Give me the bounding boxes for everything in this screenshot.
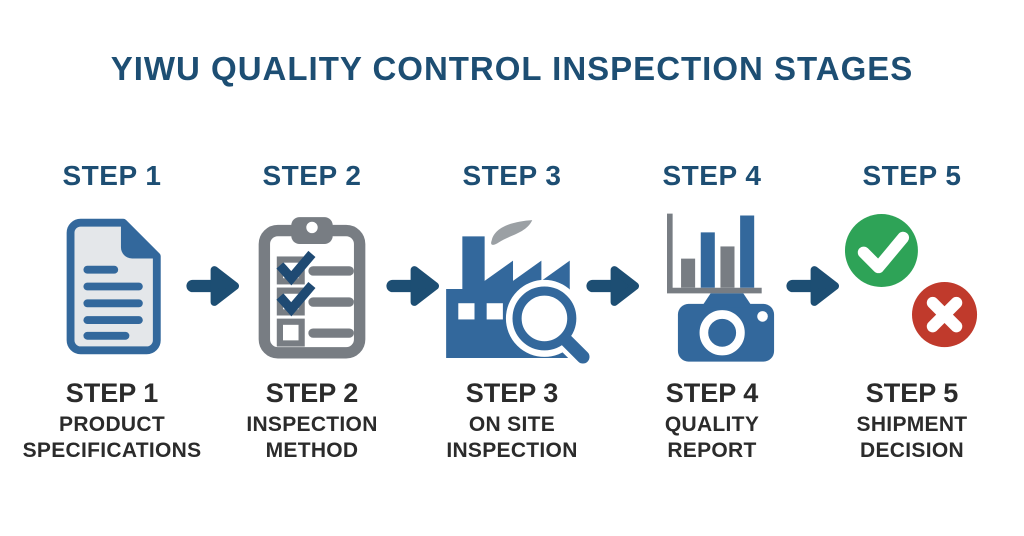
camera-icon [677, 293, 775, 362]
bar-chart-icon [667, 213, 762, 294]
factory-magnifier-icon [436, 206, 596, 370]
step-label-line: QUALITY [664, 413, 760, 436]
step-label-line: REPORT [667, 439, 757, 462]
step-5-label: STEP 5 SHIPMENT DECISION [857, 378, 968, 464]
step-label-line: DECISION [860, 439, 964, 462]
step-column-2: STEP 2 [240, 160, 385, 464]
cross-circle-icon [912, 282, 978, 348]
process-flow: STEP 1 STEP 1 PRODUCT [0, 160, 1024, 464]
step-column-4: STEP 4 STEP 4 QUA [640, 160, 785, 464]
step-label-title: STEP 5 [865, 378, 959, 408]
step-label-title: STEP 1 [65, 378, 159, 408]
step-column-5: STEP 5 STEP 5 [840, 160, 985, 464]
step-2-header: STEP 2 [262, 160, 362, 191]
right-arrow-icon [385, 262, 440, 310]
infographic-title: YIWU QUALITY CONTROL INSPECTION STAGES [110, 50, 914, 87]
step-label-line: INSPECTION [246, 413, 378, 436]
step-4-label: STEP 4 QUALITY REPORT [665, 378, 759, 464]
step-1-header: STEP 1 [62, 160, 162, 191]
right-arrow-icon [785, 262, 840, 310]
step-column-1: STEP 1 STEP 1 PRODUCT [23, 160, 202, 464]
clipboard-checklist-icon [254, 206, 370, 366]
step-2-label: STEP 2 INSPECTION METHOD [246, 378, 377, 464]
step-label-line: SPECIFICATIONS [22, 439, 202, 462]
right-arrow-icon [185, 262, 240, 310]
step-label-line: SHIPMENT [856, 413, 968, 436]
document-icon [56, 206, 168, 366]
step-4-header: STEP 4 [662, 160, 762, 191]
step-label-line: PRODUCT [59, 413, 165, 436]
bar-chart-camera-icon [648, 206, 776, 366]
step-5-header: STEP 5 [862, 160, 962, 191]
step-label-line: ON SITE [468, 413, 556, 436]
step-label-title: STEP 2 [265, 378, 359, 408]
step-label-line: INSPECTION [446, 439, 578, 462]
step-label-title: STEP 4 [665, 378, 759, 408]
approve-reject-icon [843, 206, 981, 366]
step-3-label: STEP 3 ON SITE INSPECTION [446, 378, 577, 464]
check-circle-icon [844, 214, 918, 287]
step-label-line: METHOD [265, 439, 359, 462]
step-3-header: STEP 3 [462, 160, 562, 191]
step-column-3: STEP 3 STEP 3 [440, 160, 596, 464]
step-label-title: STEP 3 [465, 378, 559, 408]
step-1-label: STEP 1 PRODUCT SPECIFICATIONS [23, 378, 202, 464]
right-arrow-icon [585, 262, 640, 310]
